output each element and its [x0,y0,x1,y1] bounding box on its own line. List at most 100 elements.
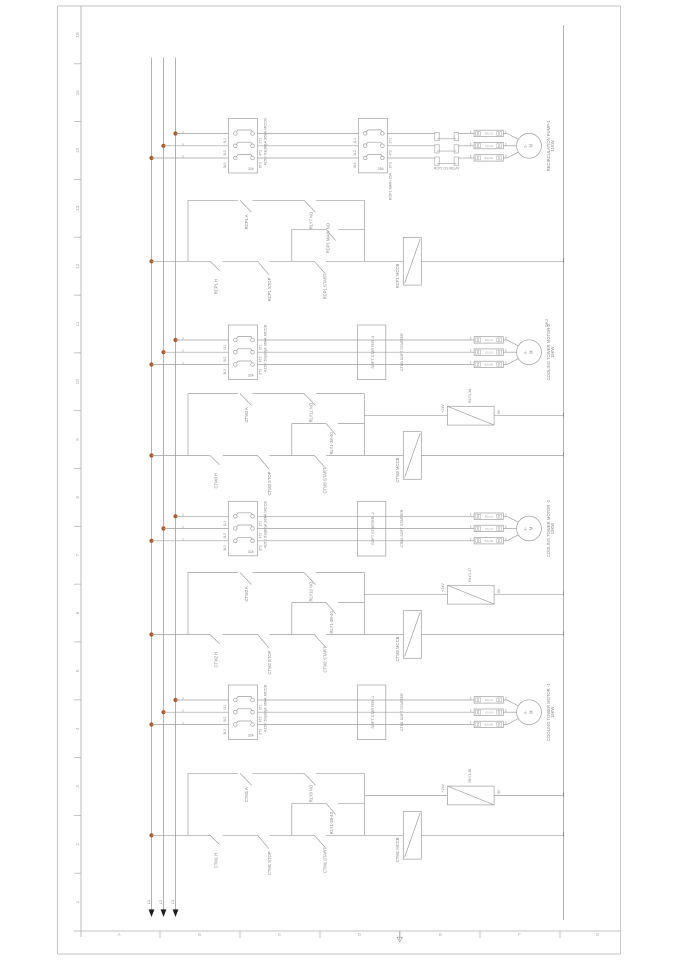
svg-text:4: 4 [75,727,80,730]
svg-text:0V: 0V [497,789,501,794]
svg-text:6T3: 6T3 [259,162,263,168]
svg-text:C: C [278,932,281,937]
svg-text:4T2: 4T2 [259,150,263,156]
svg-text:15: 15 [75,90,80,96]
svg-text:CTM2 H: CTM2 H [213,652,218,668]
svg-text:SOFT STARTER -3: SOFT STARTER -3 [371,336,375,369]
svg-text:15KW: 15KW [550,523,555,534]
svg-text:RCP1 MAIN 25A: RCP1 MAIN 25A [389,172,393,200]
svg-text:32A: 32A [248,167,255,171]
svg-text:CTM3 START: CTM3 START [322,467,327,493]
svg-text:L1: L1 [146,899,151,904]
svg-text:CTM1 START: CTM1 START [322,847,327,873]
svg-text:1L1: 1L1 [353,138,357,144]
svg-text:3L2: 3L2 [223,357,227,363]
svg-text:1L1: 1L1 [223,521,227,527]
svg-text:2T1: 2T1 [389,138,393,144]
svg-text:RLY11 NO: RLY11 NO [308,402,313,422]
svg-text:3~: 3~ [524,710,528,714]
svg-text:2: 2 [75,843,80,846]
svg-text:16: 16 [75,32,80,38]
svg-text:3L2: 3L2 [353,150,357,156]
svg-text:RLY10 NO: RLY10 NO [308,581,313,602]
svg-text:415V 63(80)A 36kA MCCB: 415V 63(80)A 36kA MCCB [263,684,268,732]
svg-text:3: 3 [75,785,80,788]
svg-text:11KW: 11KW [550,140,555,151]
svg-text:M: M [528,526,533,530]
svg-text:5L3: 5L3 [353,162,357,168]
svg-text:RECIRCULATION PUMP-1: RECIRCULATION PUMP-1 [546,120,551,172]
svg-text:11: 11 [75,321,80,326]
svg-text:CTM2 START: CTM2 START [322,646,327,672]
svg-text:+24V: +24V [441,583,445,592]
svg-text:B(1)-W1: B(1)-W1 [485,157,495,160]
svg-text:CTM2 A: CTM2 A [244,586,249,601]
svg-text:5: 5 [75,669,80,672]
svg-text:CTM3 A: CTM3 A [244,407,249,422]
svg-text:RLY1-38: RLY1-38 [468,389,472,403]
svg-text:415V 63(80)A 36kA MCCB: 415V 63(80)A 36kA MCCB [263,118,268,166]
svg-text:3L2: 3L2 [223,533,227,539]
svg-text:M: M [528,350,533,354]
svg-text:2T1: 2T1 [259,344,263,350]
svg-text:RCP1 O/L RELAY: RCP1 O/L RELAY [434,166,460,170]
svg-text:CTM2 SOFT STARTER: CTM2 SOFT STARTER [400,509,404,547]
svg-text:RLY9 NO: RLY9 NO [308,784,313,802]
svg-text:L2: L2 [158,899,163,904]
svg-text:Y(1)-V1: Y(1)-V1 [485,351,494,354]
svg-text:RCP1 MAIN NO: RCP1 MAIN NO [326,222,331,253]
svg-text:8: 8 [75,496,80,499]
svg-text:COOLING TOWER MOTOR -2: COOLING TOWER MOTOR -2 [546,499,551,557]
svg-text:0V: 0V [497,588,501,593]
svg-text:15KW: 15KW [550,706,555,717]
svg-text:6: 6 [75,611,80,614]
svg-text:CTM1 STOP: CTM1 STOP [267,851,272,875]
svg-text:RCP1 MCCB: RCP1 MCCB [395,263,400,288]
svg-text:5L3: 5L3 [223,369,227,375]
svg-text:13: 13 [75,205,80,211]
svg-text:2T1: 2T1 [259,138,263,144]
svg-text:1L1: 1L1 [223,138,227,144]
svg-text:RCP1 START: RCP1 START [322,273,327,299]
svg-text:5L3: 5L3 [223,162,227,168]
svg-text:6T3: 6T3 [259,369,263,375]
svg-text:3L2: 3L2 [223,717,227,723]
svg-text:CTM1 H: CTM1 H [213,853,218,869]
svg-text:6T3: 6T3 [259,729,263,735]
svg-text:3~: 3~ [524,144,528,148]
svg-text:2T1: 2T1 [259,520,263,526]
svg-text:1L1: 1L1 [223,704,227,710]
svg-text:SOFT STARTER -2: SOFT STARTER -2 [371,512,375,545]
svg-text:RLY1-38-40: RLY1-38-40 [329,811,334,834]
svg-text:4T2: 4T2 [259,356,263,362]
svg-text:+24V: +24V [441,783,445,792]
svg-text:D: D [358,932,361,937]
svg-text:CTM1 A: CTM1 A [244,787,249,802]
svg-text:R(1)-U1: R(1)-U1 [485,339,494,342]
svg-text:M: M [528,144,533,148]
svg-text:RCP1 A: RCP1 A [244,214,249,229]
svg-text:CTM2 STOP: CTM2 STOP [267,650,272,674]
svg-text:+24V: +24V [441,404,445,413]
svg-text:RLY1-38-40: RLY1-38-40 [329,432,334,455]
svg-text:3L2: 3L2 [223,150,227,156]
svg-text:12: 12 [75,263,80,269]
svg-text:Y(1)-V1: Y(1)-V1 [485,528,494,531]
svg-text:CTM3 SOFT STARTER: CTM3 SOFT STARTER [400,333,404,371]
svg-text:32A: 32A [248,550,255,554]
svg-text:B: B [198,932,201,937]
svg-text:1: 1 [75,900,80,903]
svg-text:0V: 0V [497,409,501,414]
svg-text:3~: 3~ [524,527,528,531]
svg-text:R(1)-U1: R(1)-U1 [485,699,494,702]
svg-text:2T1: 2T1 [259,704,263,710]
svg-text:B(1)-W1: B(1)-W1 [485,364,495,367]
svg-text:R(1)-U1: R(1)-U1 [485,133,494,136]
svg-text:M: M [528,710,533,714]
svg-text:10: 10 [75,379,80,385]
svg-text:9: 9 [75,438,80,441]
svg-text:RLY1-37: RLY1-37 [468,568,472,582]
svg-text:6T3: 6T3 [259,545,263,551]
svg-text:E: E [439,932,442,937]
svg-text:B(1)-W1: B(1)-W1 [485,540,495,543]
